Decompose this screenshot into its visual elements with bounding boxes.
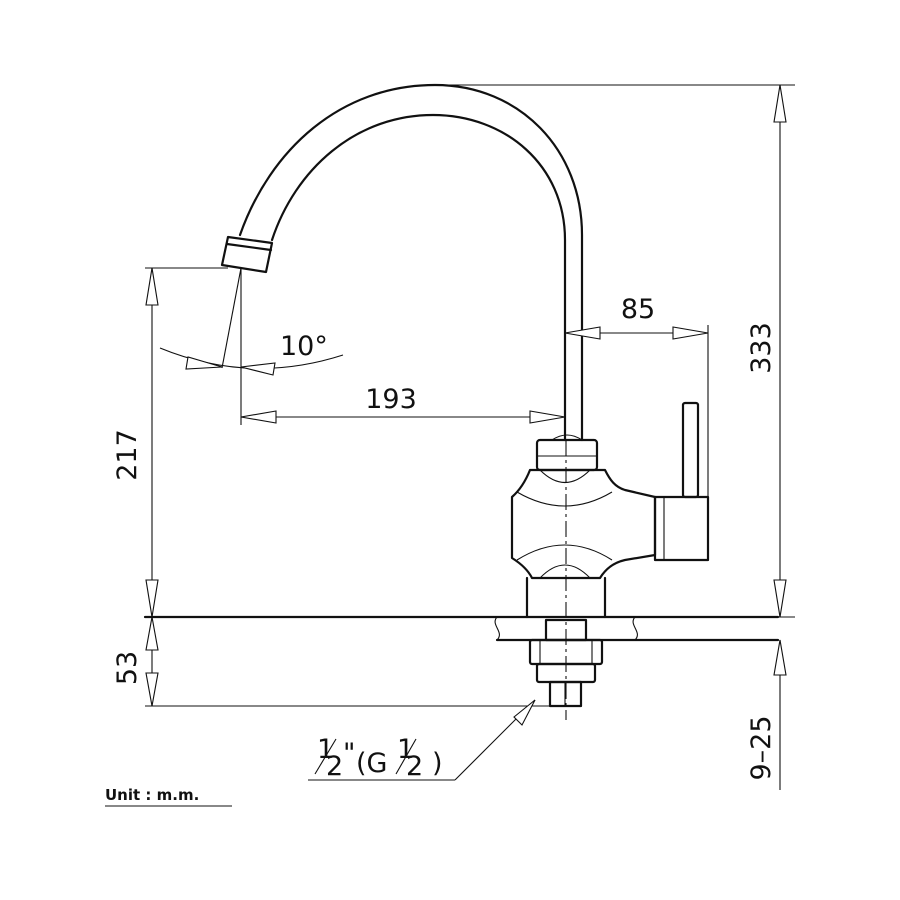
dim-total-height: 333 <box>435 84 795 618</box>
dim-handle-offset: 85 <box>564 294 709 497</box>
dim-spout-reach: 193 <box>240 365 566 425</box>
spout-nozzle <box>220 235 274 274</box>
handle-hub <box>653 495 710 562</box>
dim-10deg-text: 10° <box>280 331 328 362</box>
valve-body <box>510 468 657 580</box>
dim-9-25-text: 9–25 <box>746 715 777 780</box>
svg-text:2: 2 <box>326 751 343 782</box>
swivel-collar <box>535 438 599 472</box>
unit-label: Unit : m.m. <box>105 786 199 804</box>
dim-85-text: 85 <box>621 294 655 325</box>
svg-text:(G: (G <box>356 748 387 779</box>
dim-spout-angle: 10° <box>159 267 344 376</box>
thread-size-text: 1 2 " (G 1 2 ) <box>314 734 443 782</box>
unit-note: Unit : m.m. <box>105 786 232 807</box>
svg-text:2: 2 <box>406 751 423 782</box>
svg-text:": " <box>343 738 355 769</box>
dim-53-text: 53 <box>112 651 143 685</box>
dim-193-text: 193 <box>365 384 417 415</box>
dim-shank-length: 53 <box>112 616 550 707</box>
svg-text:): ) <box>432 748 443 779</box>
svg-text:1: 1 <box>317 734 334 765</box>
dim-counter-thickness: 9–25 <box>746 639 787 790</box>
lever-handle <box>681 401 700 499</box>
dim-spout-height: 217 <box>112 267 228 618</box>
svg-text:1: 1 <box>397 734 414 765</box>
thread-callout: 1 2 " (G 1 2 ) <box>308 699 536 782</box>
dim-333-text: 333 <box>746 322 777 374</box>
dim-217-text: 217 <box>112 429 143 481</box>
faucet-outline <box>143 83 780 708</box>
spout-inner <box>270 113 567 442</box>
